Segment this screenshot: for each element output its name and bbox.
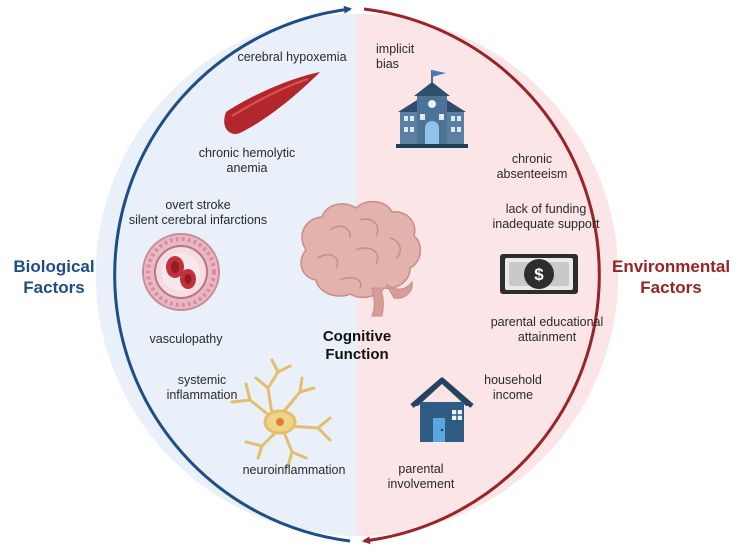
sickle-cell-icon xyxy=(224,72,320,134)
label-parental-involvement: parental involvement xyxy=(376,462,466,492)
label-line: parental educational xyxy=(490,315,604,329)
label-line: attainment xyxy=(517,330,577,344)
label-household-income: household income xyxy=(468,373,558,403)
label-systemic-inflammation: systemic inflammation xyxy=(150,373,254,403)
label-line: inadequate support xyxy=(492,217,600,231)
label-line: silent cerebral infarctions xyxy=(128,213,268,227)
label-line: absenteeism xyxy=(496,167,568,181)
blood-vessel-icon xyxy=(142,233,220,311)
label-chronic-absenteeism: chronic absenteeism xyxy=(482,152,582,182)
label-cerebral-hypoxemia: cerebral hypoxemia xyxy=(222,50,362,65)
label-line: inflammation xyxy=(166,388,238,402)
label-implicit-bias: implicit bias xyxy=(376,42,456,72)
label-neuroinflammation: neuroinflammation xyxy=(232,463,356,478)
label-line: cerebral hypoxemia xyxy=(237,50,347,64)
center-title-line2: Function xyxy=(325,346,389,363)
label-line: chronic xyxy=(511,152,553,166)
environmental-arrow xyxy=(362,7,601,545)
label-line: income xyxy=(492,388,534,402)
center-title-line1: Cognitive xyxy=(322,328,392,345)
label-overt-stroke: overt stroke silent cerebral infarctions xyxy=(118,198,278,228)
label-line: involvement xyxy=(387,477,455,491)
school-icon xyxy=(396,70,468,148)
label-line: anemia xyxy=(226,161,268,175)
center-title: Cognitive Function xyxy=(312,328,402,364)
money-icon: $ xyxy=(500,254,578,294)
label-lack-of-funding: lack of funding inadequate support xyxy=(476,202,616,232)
brain-icon xyxy=(300,200,422,317)
label-line: neuroinflammation xyxy=(242,463,346,477)
label-line: bias xyxy=(376,57,399,71)
label-line: vasculopathy xyxy=(149,332,223,346)
neuron-icon xyxy=(230,358,332,468)
environmental-title-line1: Environmental xyxy=(612,257,731,276)
environmental-title-line2: Factors xyxy=(640,278,702,297)
label-line: implicit xyxy=(376,42,415,56)
label-parental-educational-attainment: parental educational attainment xyxy=(472,315,622,345)
house-icon xyxy=(410,377,474,442)
biological-factors-title: Biological Factors xyxy=(6,256,102,298)
label-line: household xyxy=(484,373,542,387)
biological-title-line1: Biological xyxy=(13,257,95,276)
label-line: lack of funding xyxy=(505,202,587,216)
label-line: parental xyxy=(398,462,444,476)
label-line: chronic hemolytic xyxy=(198,146,296,160)
label-chronic-hemolytic-anemia: chronic hemolytic anemia xyxy=(172,146,322,176)
label-line: systemic xyxy=(177,373,227,387)
label-line: overt stroke xyxy=(165,198,231,212)
svg-text:$: $ xyxy=(534,265,544,284)
biological-arrow xyxy=(113,5,352,543)
biological-title-line2: Factors xyxy=(23,278,85,297)
label-vasculopathy: vasculopathy xyxy=(136,332,236,347)
environmental-factors-title: Environmental Factors xyxy=(612,256,730,298)
